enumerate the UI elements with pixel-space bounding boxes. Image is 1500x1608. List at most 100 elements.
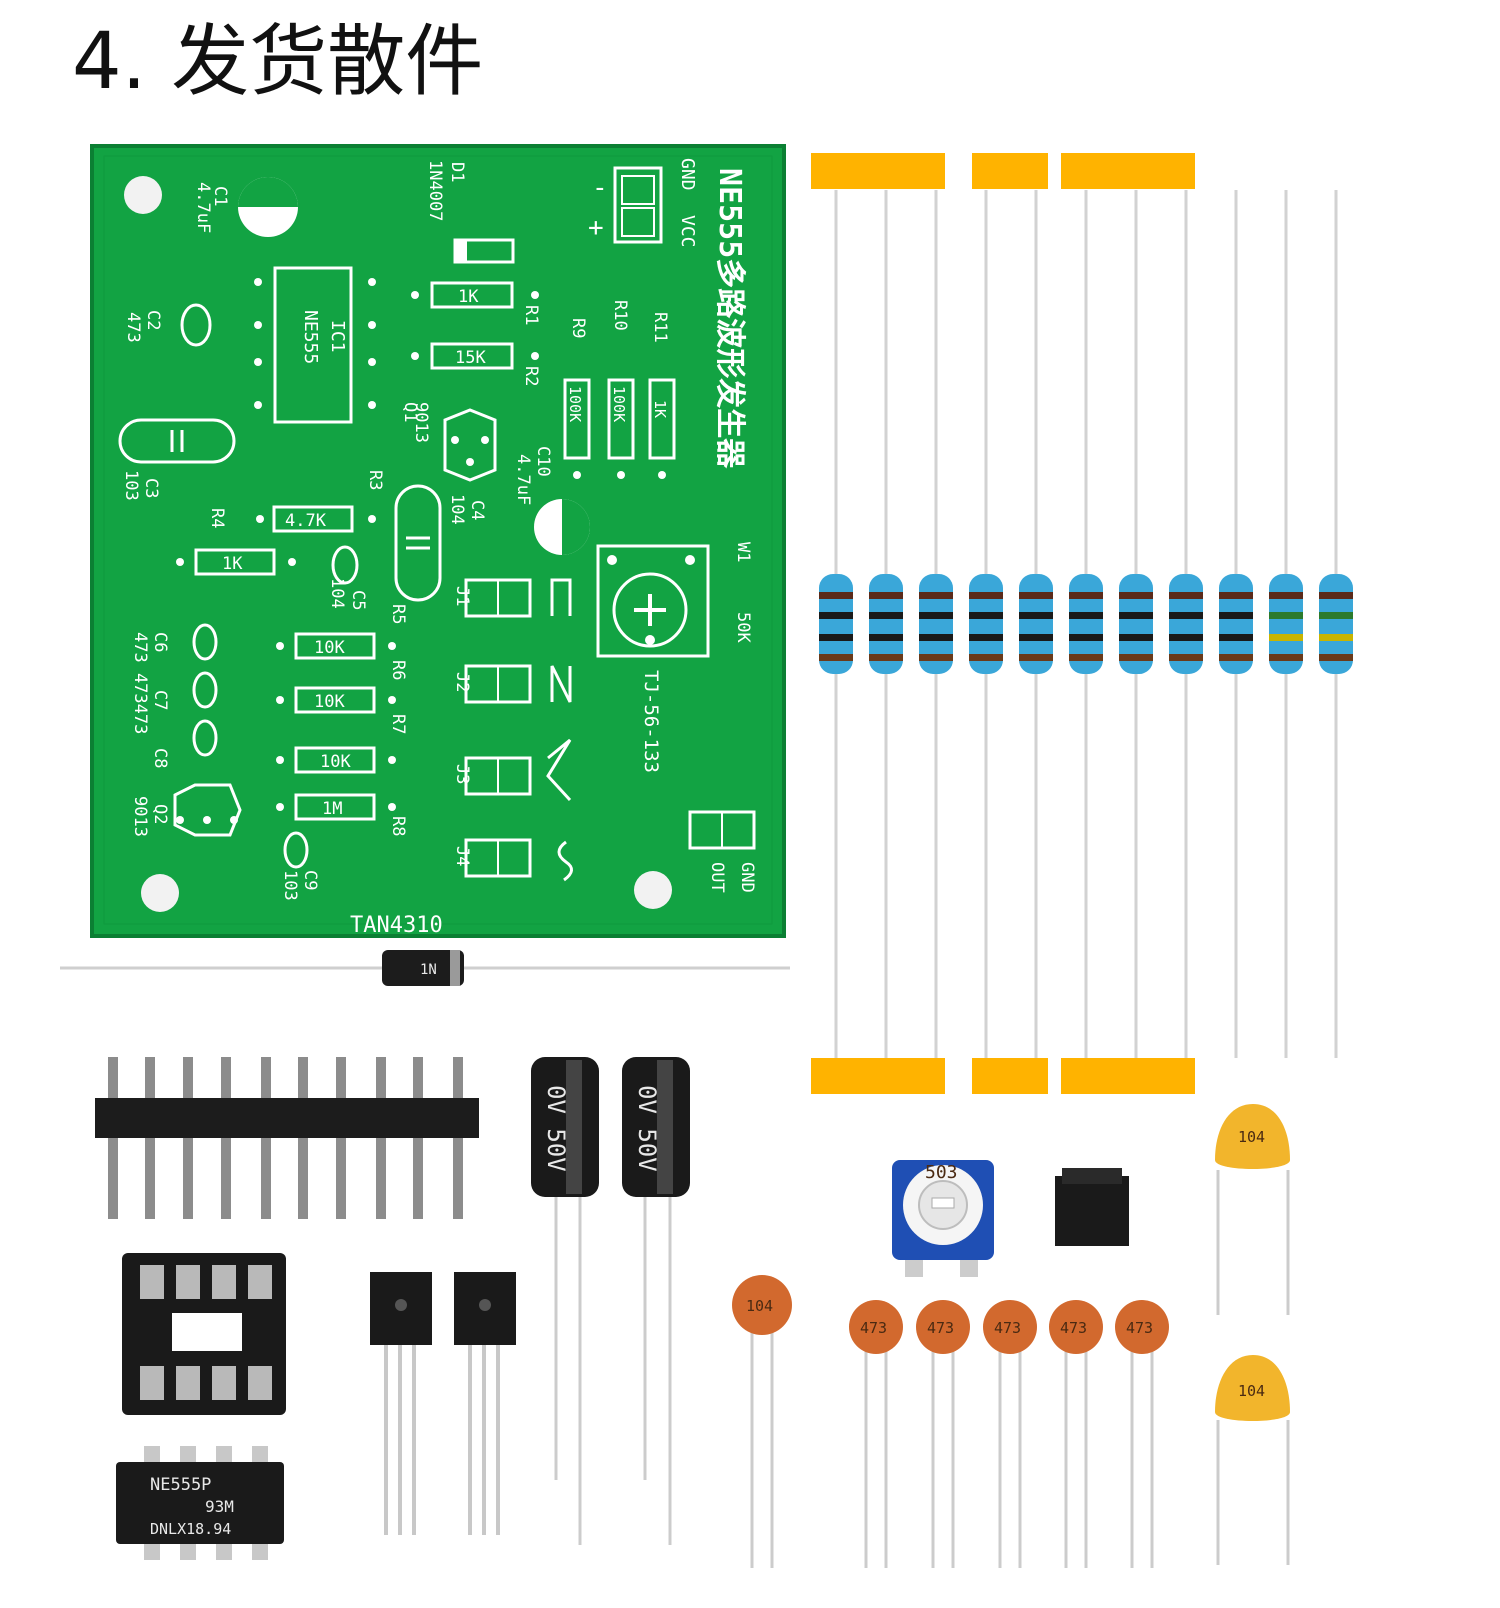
tantalum-capacitor: 104 — [1215, 1355, 1290, 1565]
ceramic-marking: 473 — [860, 1319, 887, 1337]
label-r4: R4 — [207, 508, 227, 528]
resistors — [819, 190, 1353, 1058]
label-d1: D1 — [447, 162, 467, 182]
electrolytic-marking: 0V 50V — [633, 1085, 661, 1172]
trimmer-potentiometer: 503 — [892, 1160, 994, 1277]
label-r8-value: 1M — [322, 799, 342, 819]
resistor — [1269, 190, 1303, 1058]
label-c4-value: 104 — [447, 494, 467, 525]
jumper-j4: J4 — [452, 838, 573, 882]
resistor — [1319, 190, 1353, 1058]
ceramic-marking: 473 — [994, 1319, 1021, 1337]
label-c10-value: 4.7uF — [513, 454, 533, 505]
label-c5: C5 — [348, 590, 368, 610]
jumper-cap — [1055, 1168, 1129, 1246]
label-c3: C3 — [141, 478, 161, 498]
pcb-board: NE555多路波形发生器 GND VCC - + D1 1N4007 C1 4.… — [90, 144, 786, 938]
label-r4-value: 1K — [222, 554, 243, 574]
label-c5-value: 104 — [327, 578, 347, 609]
tantalum-marking: 104 — [1238, 1128, 1265, 1146]
label-c2-value: 473 — [123, 312, 143, 343]
resistor — [1169, 190, 1203, 1058]
label-ic1-part: NE555 — [300, 310, 321, 364]
label-w1-value: 50K — [733, 612, 753, 643]
label-r5: R5 — [388, 604, 408, 624]
label-w1: W1 — [733, 542, 753, 562]
label-c9-value: 103 — [280, 870, 300, 901]
label-c1-value: 4.7uF — [193, 182, 213, 233]
resistor — [919, 190, 953, 1058]
pcb-title: NE555多路波形发生器 — [712, 168, 747, 469]
label-c2: C2 — [143, 310, 163, 330]
tantalum-capacitor: 104 — [1215, 1104, 1290, 1315]
label-r11-value: 1K — [651, 400, 669, 418]
board-id: TAN4310 — [350, 913, 443, 938]
label-vcc: VCC — [677, 215, 698, 248]
label-minus: - — [592, 173, 608, 203]
mounting-hole — [634, 871, 672, 909]
label-c4: C4 — [467, 500, 487, 520]
label-ic1: IC1 — [327, 320, 348, 353]
ceramic-marking: 473 — [1060, 1319, 1087, 1337]
page-title: 4. 发货散件 — [72, 17, 484, 107]
jumper-j1: J1 — [452, 578, 572, 618]
ceramic-capacitor: 473 — [983, 1300, 1037, 1568]
ic-line1: NE555P — [150, 1475, 211, 1495]
label-r11: R11 — [650, 312, 670, 343]
electrolytic-capacitor: 0V 50V — [531, 1057, 599, 1545]
ic-line3: DNLX18.94 — [150, 1520, 231, 1538]
resistor — [819, 190, 853, 1058]
jumper-j3: J3 — [452, 738, 572, 802]
ceramic-capacitor: 104 — [732, 1275, 792, 1568]
label-r7-value: 10K — [320, 752, 351, 772]
ceramic-capacitor: 473 — [1049, 1300, 1103, 1568]
label-c6: C6 — [150, 632, 170, 652]
potentiometer-marking: 503 — [925, 1162, 958, 1183]
label-r8: R8 — [388, 816, 408, 836]
label-gnd: GND — [677, 158, 698, 191]
label-r6: R6 — [388, 660, 408, 680]
label-j1: J1 — [452, 586, 472, 606]
label-r5-value: 10K — [314, 638, 345, 658]
ceramic-marking: 473 — [927, 1319, 954, 1337]
label-c678-values: 473 473473 — [130, 632, 150, 734]
ne555-chip: NE555P 93M DNLX18.94 — [116, 1446, 284, 1560]
diode-1n4007: 1N — [60, 950, 790, 986]
label-r2: R2 — [521, 366, 541, 386]
label-j4: J4 — [452, 846, 472, 866]
resistor — [1119, 190, 1153, 1058]
label-w1-part: TJ-56-133 — [640, 670, 662, 773]
label-r6-value: 10K — [314, 692, 345, 712]
label-q1-part: 9013 — [411, 402, 431, 443]
label-j2: J2 — [452, 672, 472, 692]
resistor-strip — [811, 153, 1195, 1094]
label-r1: R1 — [521, 305, 541, 325]
label-r9-value: 100K — [566, 386, 584, 422]
resistor — [969, 190, 1003, 1058]
mounting-hole — [141, 874, 179, 912]
label-r1-value: 1K — [458, 287, 479, 307]
label-j3: J3 — [452, 764, 472, 784]
electrolytic-marking: 0V 50V — [542, 1085, 570, 1172]
ic-socket — [122, 1253, 286, 1415]
transistor-9013 — [454, 1272, 516, 1535]
label-d1-part: 1N4007 — [425, 160, 445, 221]
label-gnd-out: GND — [737, 862, 757, 893]
resistor — [869, 190, 903, 1058]
label-c3-value: 103 — [121, 470, 141, 501]
label-r10-value: 100K — [610, 386, 628, 422]
label-r7: R7 — [388, 714, 408, 734]
label-r2-value: 15K — [455, 348, 486, 368]
label-r9: R9 — [568, 318, 588, 338]
label-c10: C10 — [533, 446, 553, 477]
resistor — [1219, 190, 1253, 1058]
mounting-hole — [124, 176, 162, 214]
resistor — [1019, 190, 1053, 1058]
jumper-j2: J2 — [452, 664, 572, 704]
label-r10: R10 — [610, 300, 630, 331]
label-r3: R3 — [365, 470, 385, 490]
ceramic-capacitor: 473 — [916, 1300, 970, 1568]
transistor-9013 — [370, 1272, 432, 1535]
